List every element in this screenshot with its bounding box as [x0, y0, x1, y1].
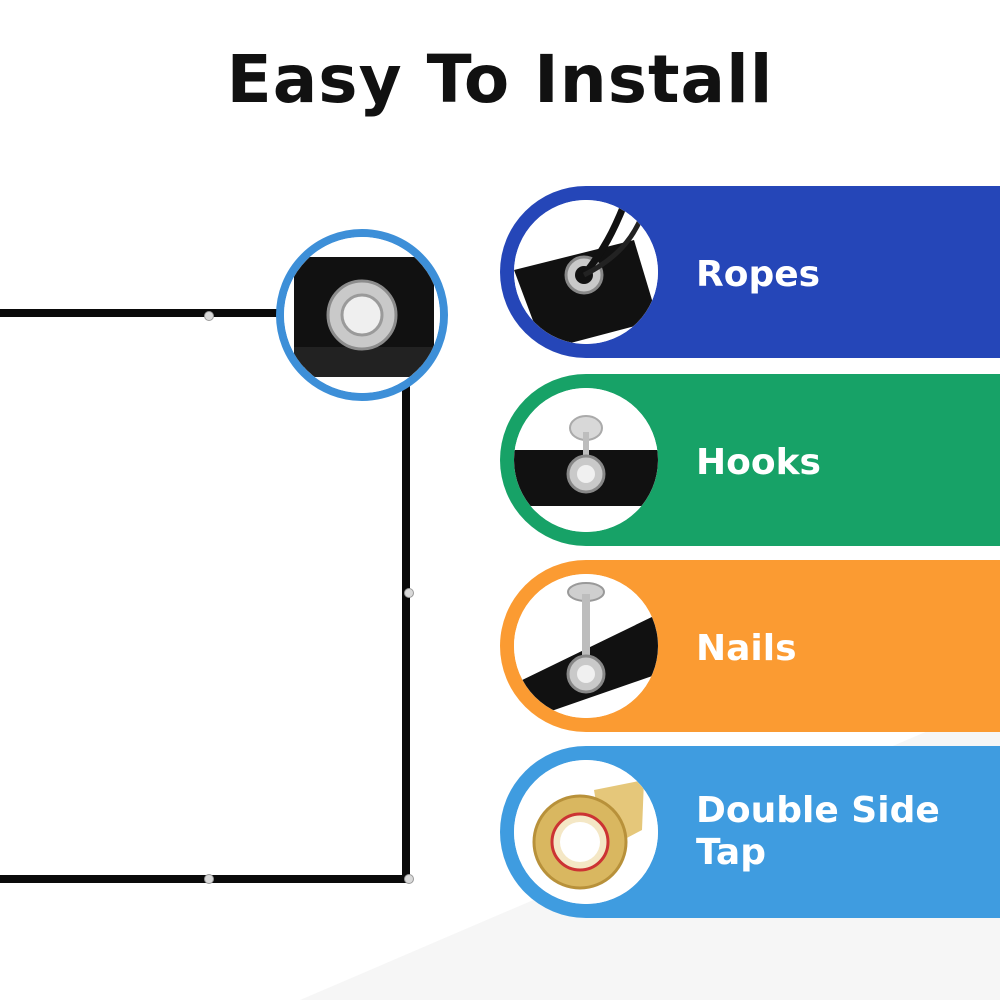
method-row-hooks: Hooks: [500, 374, 1000, 546]
hook-grommet-icon: [514, 388, 658, 532]
method-row-nails: Nails: [500, 560, 1000, 732]
rope-grommet-icon: [514, 200, 658, 344]
nail-grommet-icon: [514, 574, 658, 718]
method-label-hooks: Hooks: [696, 442, 821, 483]
grommet-dot: [204, 874, 214, 884]
page-title: Easy To Install: [226, 41, 774, 118]
method-label-nails: Nails: [696, 628, 797, 669]
method-row-tape: Double Side Tap: [500, 746, 1000, 918]
grommet-dot: [404, 874, 414, 884]
grommet-icon: [284, 237, 440, 393]
grommet-zoom-circle: [276, 229, 448, 401]
method-label-tape: Double Side Tap: [696, 790, 940, 873]
method-label-ropes: Ropes: [696, 254, 821, 295]
grommet-dot: [204, 311, 214, 321]
method-row-ropes: Ropes: [500, 186, 1000, 358]
grommet-dot: [404, 588, 414, 598]
tape-roll-icon: [514, 760, 658, 904]
